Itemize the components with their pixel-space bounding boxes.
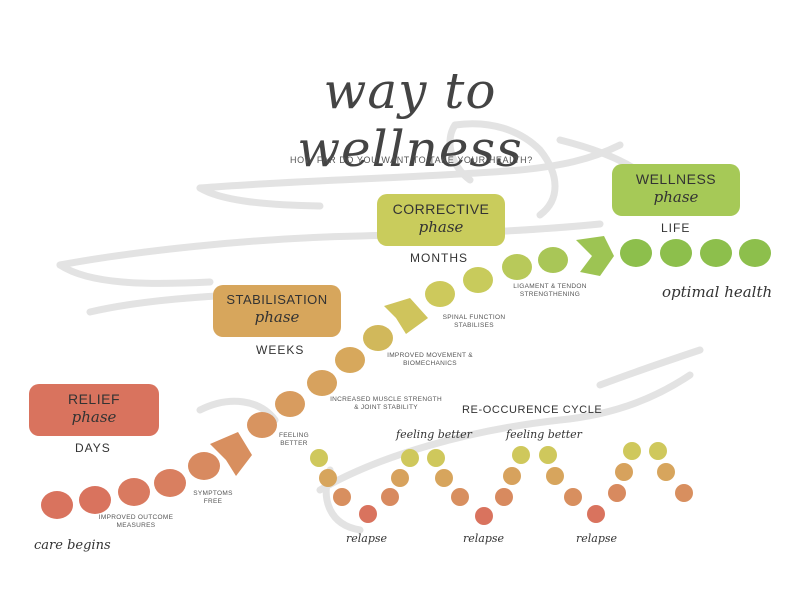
cycle-relapse-3: relapse (576, 532, 618, 545)
phase-word: phase (71, 408, 117, 426)
stabilisation-phase-box: STABILISATION phase (213, 285, 341, 337)
path-dot (538, 247, 568, 273)
cycle-dot (546, 467, 564, 485)
cycle-dot (503, 467, 521, 485)
cycle-dots (310, 442, 693, 525)
cycle-dot (333, 488, 351, 506)
cycle-dot (587, 505, 605, 523)
relief-dots (41, 432, 252, 519)
cycle-feeling-better-1: feeling better (396, 428, 472, 441)
phase-name: CORRECTIVE (392, 201, 490, 217)
relief-duration: DAYS (75, 441, 111, 455)
cycle-dot (427, 449, 445, 467)
path-dot (660, 239, 692, 267)
phase-name: WELLNESS (635, 171, 717, 187)
cycle-dot (435, 469, 453, 487)
cycle-dot (381, 488, 399, 506)
wellness-duration: LIFE (661, 221, 691, 235)
cycle-feeling-better-2: feeling better (506, 428, 582, 441)
cycle-relapse-1: relapse (346, 532, 388, 545)
cycle-dot (475, 507, 493, 525)
milestone-movement: IMPROVED MOVEMENT & BIOMECHANICS (387, 352, 473, 367)
stabilisation-dots (247, 298, 428, 438)
path-dot (118, 478, 150, 506)
cycle-dot (649, 442, 667, 460)
path-dot (463, 267, 493, 293)
cycle-dot (512, 446, 530, 464)
milestone-ligament-tendon: LIGAMENT & TENDON STRENGTHENING (513, 283, 587, 298)
path-dot (700, 239, 732, 267)
phase-word: phase (653, 188, 699, 206)
path-dot (275, 391, 305, 417)
milestone-spinal-function: SPINAL FUNCTION STABILISES (442, 314, 506, 329)
cycle-dot (539, 446, 557, 464)
path-dot (425, 281, 455, 307)
path-dot (247, 412, 277, 438)
corrective-duration: MONTHS (410, 251, 468, 265)
cycle-dot (623, 442, 641, 460)
path-dot (41, 491, 73, 519)
page-subtitle: HOW FAR DO YOU WANT TO TAKE YOUR HEALTH? (290, 155, 533, 165)
cycle-dot (310, 449, 328, 467)
cycle-dot (391, 469, 409, 487)
cycle-dot (451, 488, 469, 506)
milestone-feeling-better: FEELING BETTER (279, 432, 309, 447)
wellness-phase-box: WELLNESS phase (612, 164, 740, 216)
phase-word: phase (418, 218, 464, 236)
path-arrow (576, 236, 614, 276)
wellness-dots (620, 239, 771, 267)
cycle-dot (359, 505, 377, 523)
path-dot (154, 469, 186, 497)
path-dot (335, 347, 365, 373)
corrective-dots (425, 236, 614, 307)
care-begins-label: care begins (34, 538, 111, 553)
corrective-phase-box: CORRECTIVE phase (377, 194, 505, 246)
cycle-title: RE-OCCURENCE CYCLE (462, 404, 603, 416)
cycle-dot (319, 469, 337, 487)
cycle-dot (401, 449, 419, 467)
phase-name: RELIEF (67, 391, 120, 407)
milestone-improved-outcome: IMPROVED OUTCOME MEASURES (98, 514, 174, 529)
path-dot (620, 239, 652, 267)
relief-phase-box: RELIEF phase (29, 384, 159, 436)
path-arrow (384, 298, 428, 334)
cycle-relapse-2: relapse (463, 532, 505, 545)
path-dot (307, 370, 337, 396)
cycle-dot (564, 488, 582, 506)
cycle-dot (657, 463, 675, 481)
cycle-dot (608, 484, 626, 502)
path-arrow (210, 432, 252, 476)
path-dot (188, 452, 220, 480)
path-dot (739, 239, 771, 267)
cycle-dot (675, 484, 693, 502)
milestone-symptoms-free: SYMPTOMS FREE (193, 490, 233, 505)
cycle-dot (615, 463, 633, 481)
path-dot (502, 254, 532, 280)
path-dot (79, 486, 111, 514)
milestone-muscle-strength: INCREASED MUSCLE STRENGTH & JOINT STABIL… (330, 396, 442, 411)
phase-name: STABILISATION (226, 292, 328, 307)
page-title: way to wellness (297, 62, 523, 178)
optimal-health-label: optimal health (662, 283, 773, 301)
path-dot (363, 325, 393, 351)
stabilisation-duration: WEEKS (256, 343, 305, 357)
phase-word: phase (254, 308, 300, 326)
cycle-dot (495, 488, 513, 506)
